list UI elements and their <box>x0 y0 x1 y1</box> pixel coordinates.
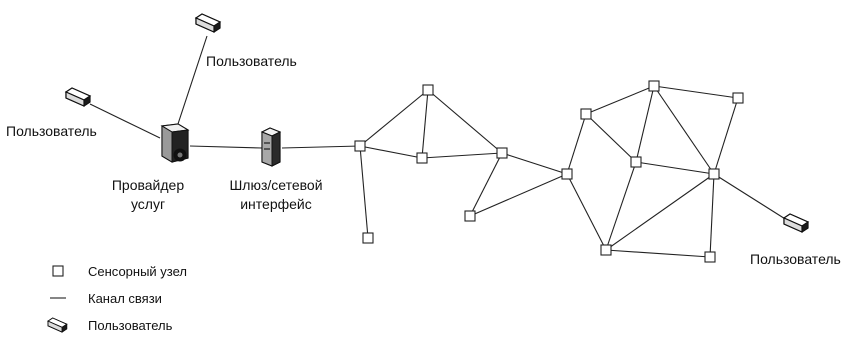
sensor-node <box>704 251 716 263</box>
legend-user-label: Пользователь <box>88 318 173 333</box>
server-icon <box>160 123 190 163</box>
label-user-top: Пользователь <box>206 53 297 69</box>
link-provider-user-top <box>175 35 208 131</box>
link-mesh <box>713 97 739 175</box>
legend-sensor-node-label: Сенсорный узел <box>88 264 187 279</box>
sensor-node <box>362 232 374 244</box>
link-mesh <box>605 249 711 258</box>
label-user-left: Пользователь <box>6 123 97 139</box>
link-gateway-node-a <box>281 145 361 149</box>
link-mesh <box>359 89 429 147</box>
link-mesh <box>566 113 587 175</box>
sensor-node <box>708 168 720 180</box>
link-mesh <box>635 85 655 163</box>
sensor-node <box>422 84 434 96</box>
sensor-node <box>600 244 612 256</box>
link-mesh <box>501 152 568 175</box>
sensor-node <box>464 210 476 222</box>
link-mesh <box>585 113 637 163</box>
link-provider-user-left <box>89 103 161 139</box>
user-device-icon <box>783 213 809 233</box>
label-provider-line2: услуг <box>131 196 165 212</box>
user-device-icon <box>65 87 91 107</box>
user-device-icon <box>195 13 221 33</box>
link-mesh <box>421 152 503 159</box>
link-mesh <box>653 85 715 175</box>
label-user-right: Пользователь <box>750 251 841 267</box>
link-mesh <box>605 173 715 251</box>
link-mesh <box>605 161 637 251</box>
sensor-node <box>630 156 642 168</box>
links <box>89 35 791 258</box>
link-mesh <box>359 145 369 239</box>
label-provider-line1: Провайдер <box>112 177 184 193</box>
legend: Сенсорный узел Канал связи Пользователь <box>47 264 187 333</box>
legend-link-label: Канал связи <box>88 291 162 306</box>
sensor-nodes <box>354 80 744 263</box>
link-mesh <box>359 145 423 159</box>
label-gateway-line1: Шлюз/сетевой <box>229 177 322 193</box>
sensor-node <box>648 80 660 92</box>
link-mesh <box>653 85 739 99</box>
link-mesh <box>585 85 655 115</box>
link-mesh <box>469 173 568 217</box>
link-mesh <box>421 89 429 159</box>
legend-sensor-node-icon <box>52 265 64 277</box>
link-provider-gateway <box>189 145 263 149</box>
link-mesh <box>635 161 715 175</box>
gateway-icon <box>260 127 282 167</box>
sensor-node <box>732 92 744 104</box>
label-gateway-line2: интерфейс <box>240 196 312 212</box>
link-mesh <box>566 173 607 251</box>
sensor-node <box>496 147 508 159</box>
link-node-user-right <box>713 173 791 223</box>
link-mesh <box>469 152 503 217</box>
link-mesh <box>709 173 715 258</box>
sensor-node <box>580 108 592 120</box>
sensor-node <box>354 140 366 152</box>
sensor-node <box>561 168 573 180</box>
sensor-node <box>416 152 428 164</box>
legend-user-device-icon <box>47 317 68 333</box>
link-mesh <box>427 89 503 154</box>
